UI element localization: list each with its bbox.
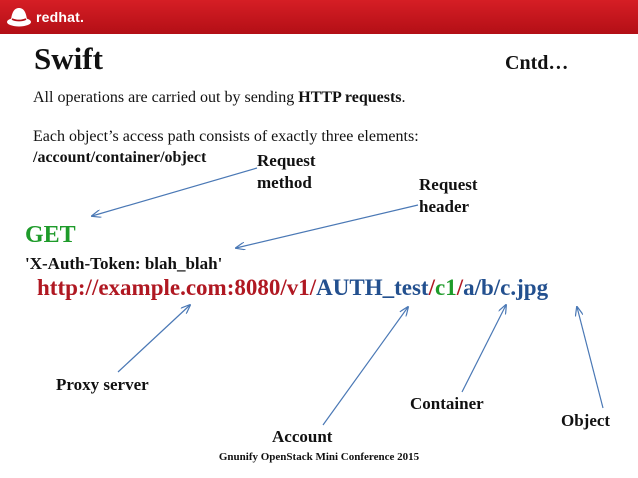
url-container-part: c1: [434, 275, 457, 300]
container-label: Container: [410, 394, 484, 413]
request-method-label-line2: method: [257, 173, 312, 192]
url-object-part: a/b/c.jpg: [463, 275, 549, 300]
continued-label: Cntd…: [505, 52, 569, 74]
intro-text-bold: HTTP requests: [298, 89, 402, 106]
conference-footer: Gnunify OpenStack Mini Conference 2015: [218, 451, 420, 463]
path-intro-text: Each object’s access path consists of ex…: [33, 128, 419, 145]
request-method-label-line1: Request: [257, 151, 316, 170]
request-header-label-line1: Request: [419, 175, 478, 194]
auth-header: 'X-Auth-Token: blah_blah': [25, 254, 223, 273]
intro-text: All operations are carried out by sendin…: [33, 89, 406, 107]
request-header-label-line2: header: [419, 197, 470, 216]
redhat-logo-text: redhat.: [36, 9, 85, 25]
url-separator-1: /: [428, 275, 435, 300]
redhat-header-bar: redhat.: [0, 0, 638, 34]
url-proxy-part: http://example.com:8080/v1/: [37, 275, 317, 300]
arrow-object: [577, 307, 604, 409]
http-method: GET: [25, 222, 76, 248]
arrow-container: [461, 305, 506, 393]
url-account-part: AUTH_test: [316, 275, 429, 300]
request-header-label: Request header: [419, 174, 478, 218]
slide-title: Swift: [34, 41, 103, 76]
example-url: http://example.com:8080/v1/AUTH_test/c1/…: [37, 275, 548, 301]
path-format: /account/container/object: [33, 149, 207, 166]
proxy-server-label: Proxy server: [56, 375, 149, 394]
intro-text-end: .: [401, 89, 406, 106]
arrow-proxy-server: [117, 305, 190, 373]
redhat-hat-icon: [7, 8, 31, 27]
object-label: Object: [561, 411, 611, 430]
request-method-label: Request method: [257, 150, 316, 194]
url-separator-2: /: [456, 275, 464, 300]
arrow-request-header: [236, 204, 419, 248]
arrow-request-method: [92, 167, 258, 216]
account-label: Account: [272, 427, 333, 446]
redhat-logo: redhat.: [6, 5, 84, 29]
arrow-account: [322, 307, 408, 426]
intro-text-start: All operations are carried out by sendin…: [33, 89, 299, 106]
